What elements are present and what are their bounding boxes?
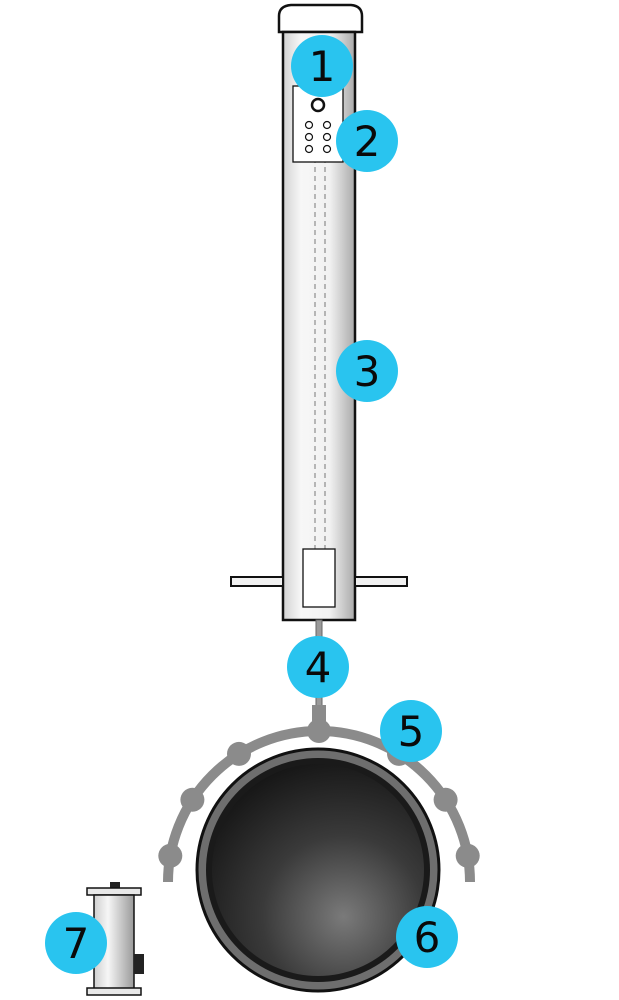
callout-7-label: 7 [63, 919, 90, 968]
cylinder-side-port [134, 954, 144, 974]
callout-2: 2 [336, 110, 398, 172]
rod-connector [312, 705, 326, 723]
callout-5: 5 [380, 700, 442, 762]
arc-node [307, 719, 331, 743]
junction-box [302, 548, 336, 608]
callout-3: 3 [336, 340, 398, 402]
cylinder-top-rim [86, 887, 142, 896]
arc-track [158, 719, 480, 883]
callout-1: 1 [291, 35, 353, 97]
arc-node [158, 843, 183, 868]
callout-5-label: 5 [398, 707, 425, 756]
callout-7: 7 [45, 912, 107, 974]
control-panel [292, 85, 344, 163]
callout-3-label: 3 [354, 347, 381, 396]
disk-face [212, 764, 424, 976]
arc-node [455, 843, 480, 868]
post-flange-left [230, 576, 284, 587]
callout-2-label: 2 [354, 117, 381, 166]
callout-6: 6 [396, 906, 458, 968]
arc-nodes [158, 719, 480, 868]
post-assembly [230, 3, 408, 622]
panel-indicator-dots [304, 120, 332, 154]
panel-main-button [310, 97, 326, 113]
callout-4-label: 4 [305, 643, 332, 692]
arc-node [433, 787, 458, 812]
post-cap [277, 3, 364, 34]
callout-4: 4 [287, 636, 349, 698]
callout-6-label: 6 [414, 913, 441, 962]
cylinder-bottom-rim [86, 987, 142, 996]
post-flange-right [354, 576, 408, 587]
cylinder-top-knob [110, 882, 120, 889]
callout-1-label: 1 [309, 42, 336, 91]
arc-node [227, 741, 251, 766]
arc-node [180, 787, 205, 812]
disk-assembly [195, 747, 441, 993]
small-cylinder [86, 882, 144, 996]
